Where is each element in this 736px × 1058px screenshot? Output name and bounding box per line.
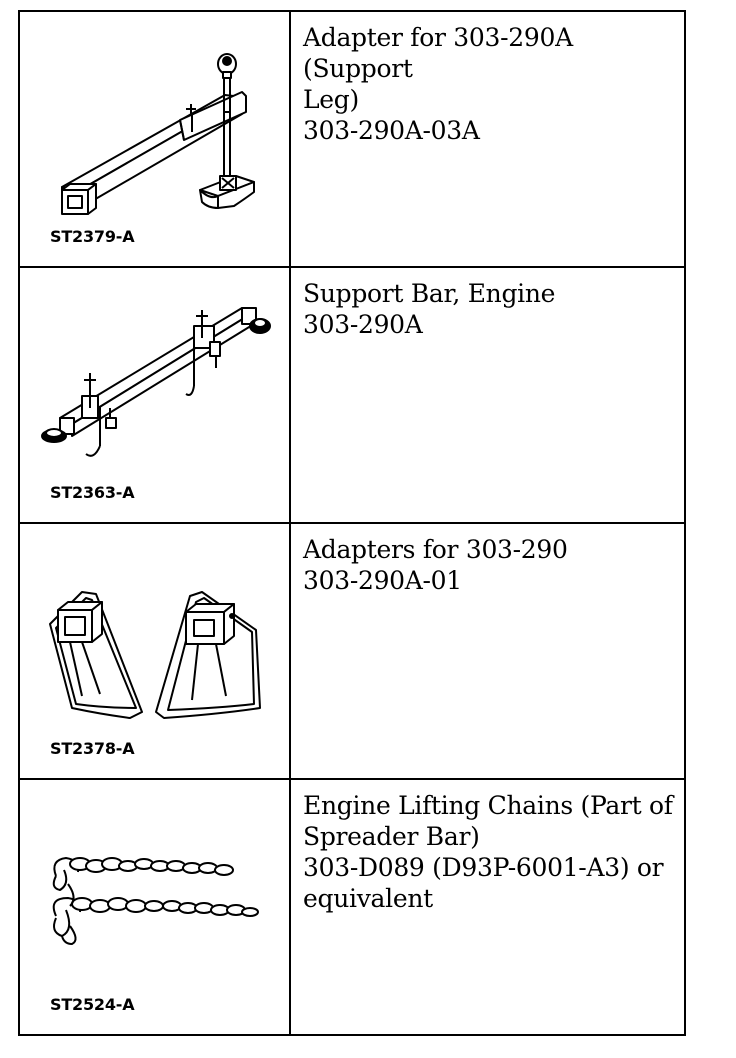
tool-number: 303-290A-03A <box>303 116 480 145</box>
tool-row: ST2378-A Adapters for 303-290 303-290A-0… <box>18 522 686 780</box>
tool-description-cell: Adapters for 303-290 303-290A-01 <box>289 522 686 780</box>
tool-description-cell: Adapter for 303-290A (Support Leg) 303-2… <box>289 10 686 268</box>
lifting-chains-illustration <box>52 857 259 945</box>
tool-illustration-cell: ST2378-A <box>18 522 291 780</box>
adapters-illustration <box>49 591 261 719</box>
tool-illustration-cell: ST2363-A <box>18 266 291 524</box>
tool-name: Support Bar, Engine <box>303 279 556 308</box>
tool-row: ST2363-A Support Bar, Engine 303-290A <box>18 266 686 524</box>
tool-number: 303-D089 (D93P-6001-A3) or <box>303 853 664 882</box>
engine-support-bar-illustration <box>41 307 271 457</box>
tool-description-cell: Engine Lifting Chains (Part of Spreader … <box>289 778 686 1036</box>
tool-number-note: equivalent <box>303 884 433 913</box>
tool-number: 303-290A-01 <box>303 566 462 595</box>
tool-name: Adapters for 303-290 <box>303 535 568 564</box>
tool-number: 303-290A <box>303 310 423 339</box>
tool-illustration-cell: ST2379-A <box>18 10 291 268</box>
special-tools-table: ST2379-A Adapter for 303-290A (Support L… <box>18 10 686 1036</box>
tool-name-line-1: Adapter for 303-290A (Support <box>303 23 573 83</box>
illustration-code: ST2363-A <box>50 483 135 502</box>
tool-name-line-1: Engine Lifting Chains (Part of <box>303 791 673 820</box>
illustration-code: ST2378-A <box>50 739 135 758</box>
tool-name-line-2: Leg) <box>303 85 359 114</box>
tool-description-cell: Support Bar, Engine 303-290A <box>289 266 686 524</box>
tool-row: ST2379-A Adapter for 303-290A (Support L… <box>18 10 686 268</box>
tool-name-line-2: Spreader Bar) <box>303 822 480 851</box>
illustration-code: ST2524-A <box>50 995 135 1014</box>
illustration-code: ST2379-A <box>50 227 135 246</box>
tool-illustration-cell: ST2524-A <box>18 778 291 1036</box>
tool-row: ST2524-A Engine Lifting Chains (Part of … <box>18 778 686 1036</box>
support-leg-adapter-illustration <box>61 53 255 215</box>
